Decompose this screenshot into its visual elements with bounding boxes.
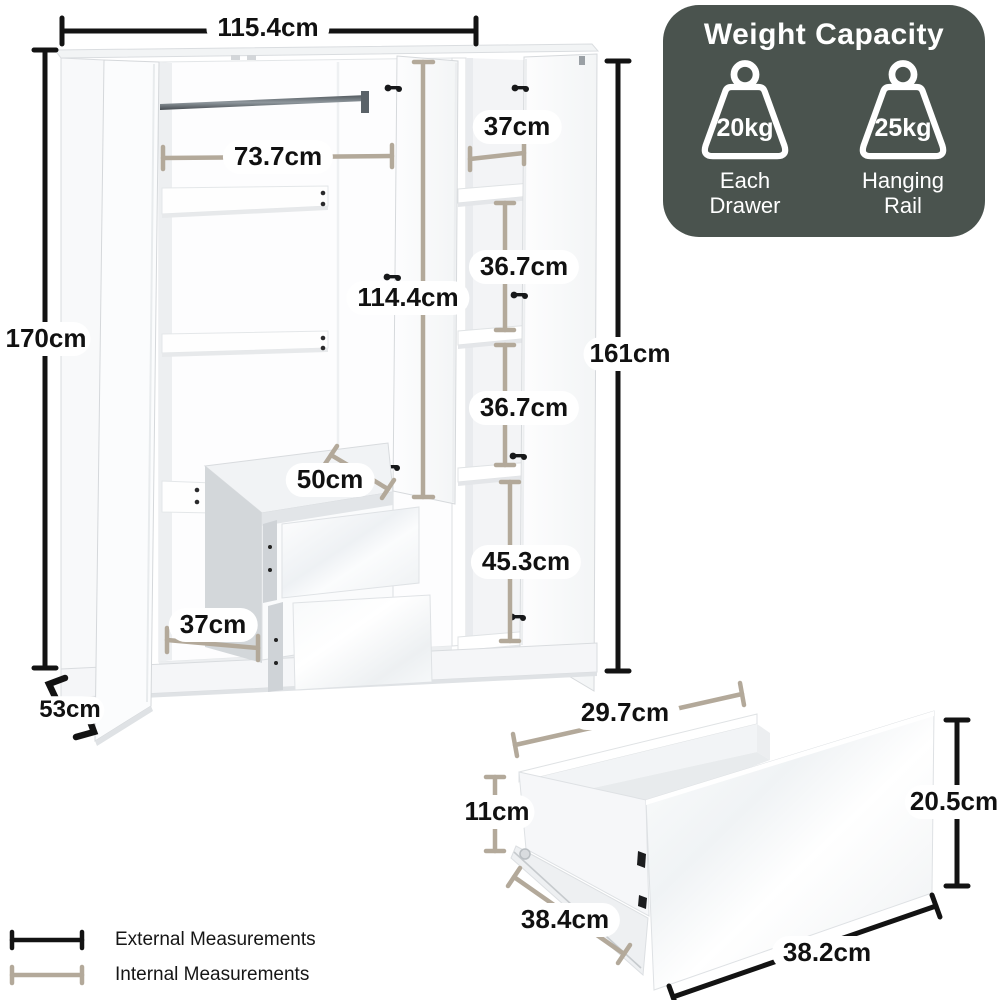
dim-line-top-shelf-width <box>467 139 527 173</box>
dim-label-hanging-width: 73.7cm <box>222 140 334 174</box>
weight-label: Hanging Rail <box>862 168 944 219</box>
weight-capacity-item-drawer: 20kg Each Drawer <box>680 58 810 218</box>
drawer-interior-back <box>519 724 757 801</box>
right-door <box>519 53 598 692</box>
dim-label-external-depth: 53cm <box>35 696 105 724</box>
dim-label-drawer-internal-height: 11cm <box>459 795 535 829</box>
legend-external-label: External Measurements <box>115 929 316 950</box>
weight-capacity-title: Weight Capacity <box>703 18 945 51</box>
dim-label-middle-door-height: 114.4cm <box>346 281 470 315</box>
wardrobe-top-face <box>54 43 600 59</box>
dim-label-drawer-unit-width: 50cm <box>285 463 375 497</box>
weight-icon <box>701 60 789 160</box>
internal-line-sample <box>9 964 85 986</box>
external-line-sample <box>9 929 85 951</box>
weight-value: 25kg <box>874 114 932 142</box>
dim-label-external-width: 115.4cm <box>206 11 330 45</box>
dim-line-middle-door-height <box>411 59 436 500</box>
rail-bracket <box>361 91 369 113</box>
legend-internal: Internal Measurements <box>8 964 309 986</box>
drawer-1-slide <box>263 520 277 603</box>
dim-label-top-shelf-width: 37cm <box>472 110 562 144</box>
drawer-2-slide <box>268 602 283 692</box>
detached-drawer-illustration <box>510 710 935 991</box>
back-support-strip-middle <box>161 330 329 357</box>
dim-label-external-height: 170cm <box>1 322 91 356</box>
weight-capacity-panel: Weight Capacity 20kg Each Drawer 25kg <box>663 5 985 237</box>
dim-label-middle-shelf-gap: 36.7cm <box>468 391 580 425</box>
weight-value: 20kg <box>716 114 774 142</box>
weight-capacity-item-rail: 25kg Hanging Rail <box>838 58 968 218</box>
hanging-rail <box>160 91 369 113</box>
drawer-1-front <box>281 506 420 599</box>
legend-external: External Measurements <box>8 929 316 951</box>
legend-internal-label: Internal Measurements <box>115 964 310 985</box>
dim-label-base-internal-width: 37cm <box>168 608 258 642</box>
dim-line-external-height <box>31 47 59 671</box>
middle-door <box>392 55 459 505</box>
weight-label: Each Drawer <box>709 168 781 219</box>
dim-label-drawer-front-height: 20.5cm <box>904 785 1000 819</box>
dim-label-upper-shelf-gap: 36.7cm <box>468 250 580 284</box>
dim-label-drawer-internal-width: 29.7cm <box>569 696 681 730</box>
left-door <box>94 59 160 746</box>
back-support-strip-upper <box>161 185 329 218</box>
dim-label-drawer-internal-depth: 38.4cm <box>509 903 621 937</box>
dim-label-lower-shelf-gap: 45.3cm <box>470 545 582 579</box>
dim-label-drawer-external-depth: 38.2cm <box>771 936 883 970</box>
dim-label-door-height: 161cm <box>583 337 677 371</box>
weight-icon <box>859 60 947 160</box>
drawer-2-front <box>292 594 433 691</box>
